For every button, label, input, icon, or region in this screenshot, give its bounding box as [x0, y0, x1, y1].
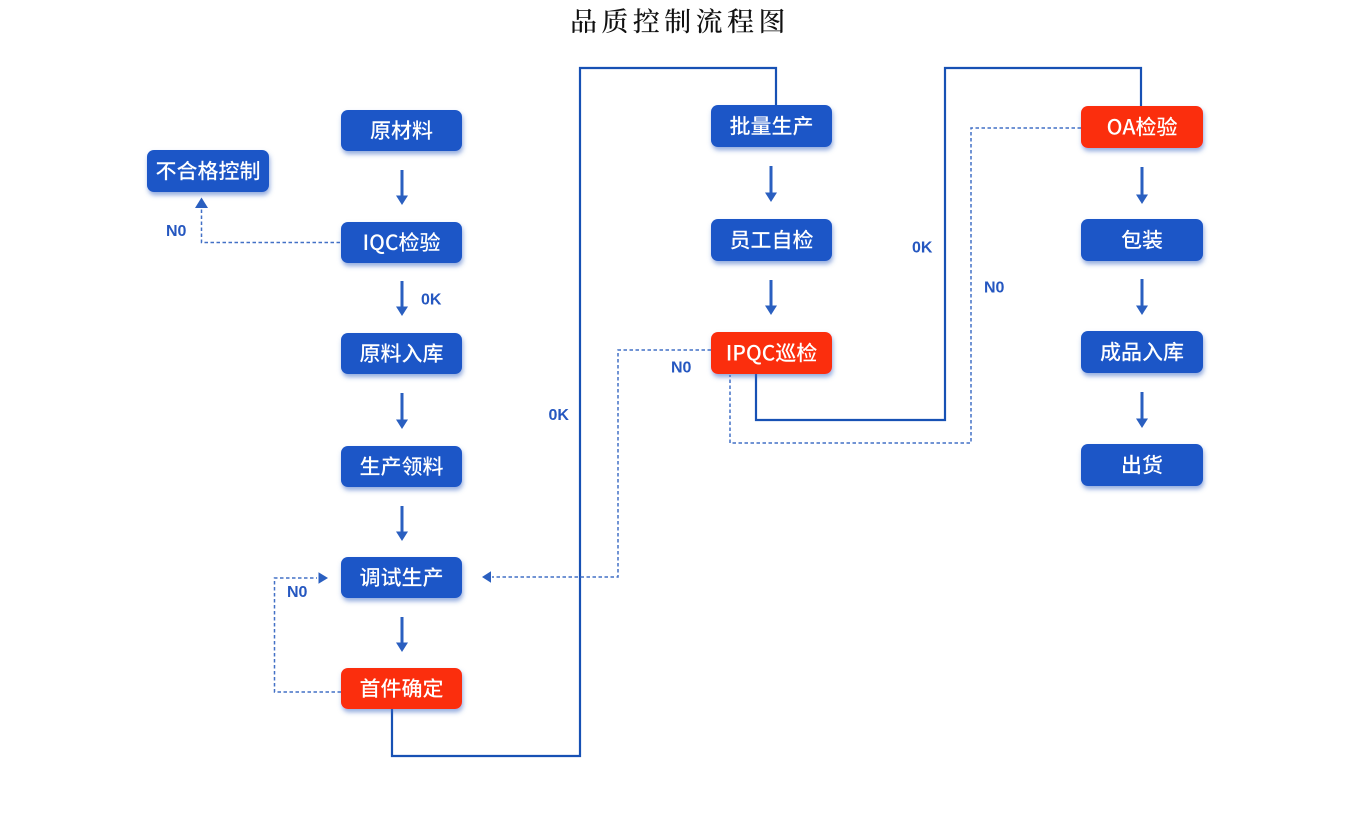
- svg-text:N0: N0: [984, 280, 1005, 297]
- svg-text:N0: N0: [287, 584, 308, 601]
- svg-text:N0: N0: [671, 360, 692, 377]
- svg-text:0K: 0K: [421, 292, 442, 309]
- svg-text:N0: N0: [166, 223, 187, 240]
- svg-text:0K: 0K: [912, 240, 933, 257]
- svg-text:0K: 0K: [549, 407, 570, 424]
